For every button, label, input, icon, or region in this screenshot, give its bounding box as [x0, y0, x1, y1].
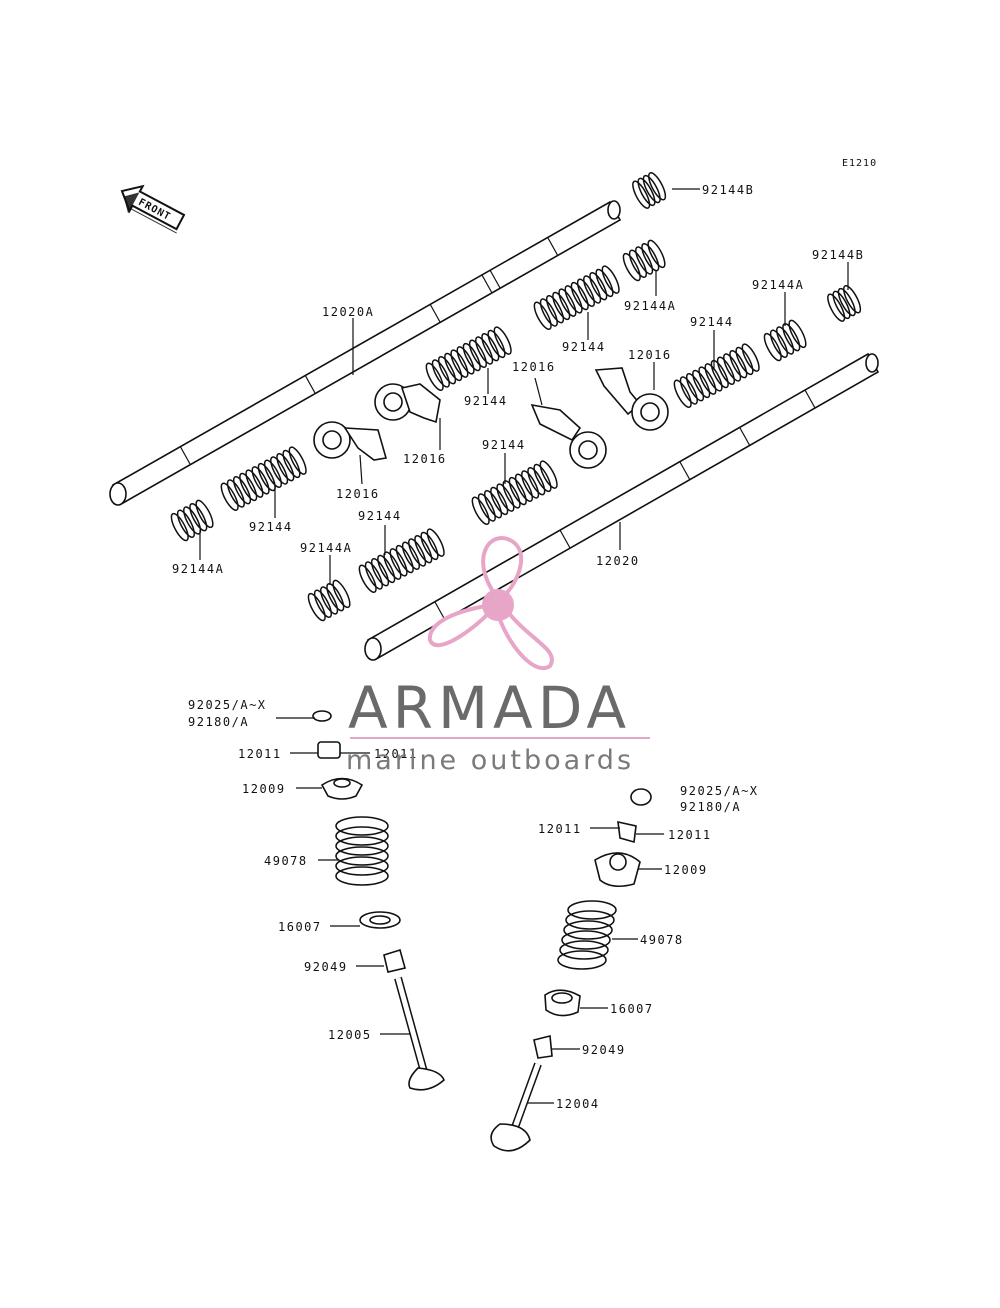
part-labels: 92144B 92144B 92144A 92144A 12020A 92144…: [172, 183, 864, 1111]
label-16007-left: 16007: [278, 920, 322, 934]
watermark-tagline: marine outboards: [346, 745, 634, 776]
label-12009-left: 12009: [242, 782, 286, 796]
label-92144a-right: 92144A: [752, 278, 804, 292]
shim-92025-left: [312, 710, 332, 722]
label-49078-left: 49078: [264, 854, 308, 868]
label-12016-c: 12016: [403, 452, 447, 466]
spring-92144a-upper: [619, 237, 669, 284]
spring-92144-upper-1: [530, 263, 623, 333]
label-92144b-top: 92144B: [702, 183, 754, 197]
watermark-brand-name: ARMADA: [348, 674, 631, 742]
label-12016-b: 12016: [512, 360, 556, 374]
label-92049-left: 92049: [304, 960, 348, 974]
shim-92025-right: [630, 788, 652, 806]
label-92144a-upper: 92144A: [624, 299, 676, 313]
label-92144-a: 92144: [562, 340, 606, 354]
spring-92144b-top: [628, 169, 670, 212]
label-12016-d: 12016: [336, 487, 380, 501]
spring-92144b-right: [823, 282, 865, 325]
retainer-12009-left: [320, 777, 364, 800]
rocker-arm-12016-3: [530, 403, 607, 469]
spring-92144-lower-2: [468, 458, 561, 528]
label-16007-right: 16007: [610, 1002, 654, 1016]
label-12020: 12020: [596, 554, 640, 568]
spring-92144-lower-1: [670, 341, 763, 411]
label-92049-right: 92049: [582, 1043, 626, 1057]
label-92180-right: 92180/A: [680, 800, 741, 814]
valve-12004: [490, 1062, 542, 1152]
valve-12005: [394, 976, 445, 1091]
label-92144-e: 92144: [249, 520, 293, 534]
label-92144b-right: 92144B: [812, 248, 864, 262]
seal-92049-left: [383, 948, 406, 973]
spring-92144-lower-3: [355, 526, 448, 596]
label-92144-d: 92144: [482, 438, 526, 452]
spring-92144-upper-3: [217, 444, 310, 514]
rocker-shaft-12020a: [109, 200, 622, 506]
label-92144a-left: 92144A: [172, 562, 224, 576]
label-12011-right-a: 12011: [538, 822, 582, 836]
rocker-arm-12016-2: [374, 383, 441, 424]
label-12020a: 12020A: [322, 305, 374, 319]
rocker-arm-12016-1: [313, 421, 388, 461]
watermark: ARMADA marine outboards: [346, 536, 650, 776]
collet-12011-right: [617, 820, 637, 844]
label-49078-right: 49078: [640, 933, 684, 947]
leader-lines: [199, 188, 849, 1104]
label-92144a-lower: 92144A: [300, 541, 352, 555]
label-92144-f: 92144: [358, 509, 402, 523]
label-92144-c: 92144: [464, 394, 508, 408]
diagram-code: E1210: [842, 158, 877, 169]
label-12016-a: 12016: [628, 348, 672, 362]
collet-12011-left: [317, 741, 341, 759]
spring-92144a-left: [167, 497, 217, 544]
seal-92049-right: [533, 1034, 553, 1059]
label-12004: 12004: [556, 1097, 600, 1111]
label-92144-b: 92144: [690, 315, 734, 329]
spring-92144a-lower-left: [304, 577, 354, 624]
label-92025-right: 92025/A~X: [680, 784, 759, 798]
valve-spring-49078-right: [557, 900, 617, 970]
rocker-arm-12016-4: [594, 367, 669, 431]
label-12011-left-a: 12011: [238, 747, 282, 761]
label-12011-right-b: 12011: [668, 828, 712, 842]
label-12009-right: 12009: [664, 863, 708, 877]
label-12011-left-b: 12011: [374, 747, 418, 761]
valve-assembly-left: [312, 710, 445, 1091]
valve-spring-49078-left: [335, 816, 389, 886]
label-92025-left: 92025/A~X: [188, 698, 267, 712]
spring-92144-upper-2: [422, 324, 515, 394]
label-12005: 12005: [328, 1028, 372, 1042]
front-arrow-icon: FRONT: [120, 184, 186, 234]
label-92180-left: 92180/A: [188, 715, 249, 729]
rocker-shaft-12020: [364, 352, 880, 661]
propeller-logo-icon: [427, 536, 554, 670]
valve-assembly-right: [490, 788, 652, 1152]
